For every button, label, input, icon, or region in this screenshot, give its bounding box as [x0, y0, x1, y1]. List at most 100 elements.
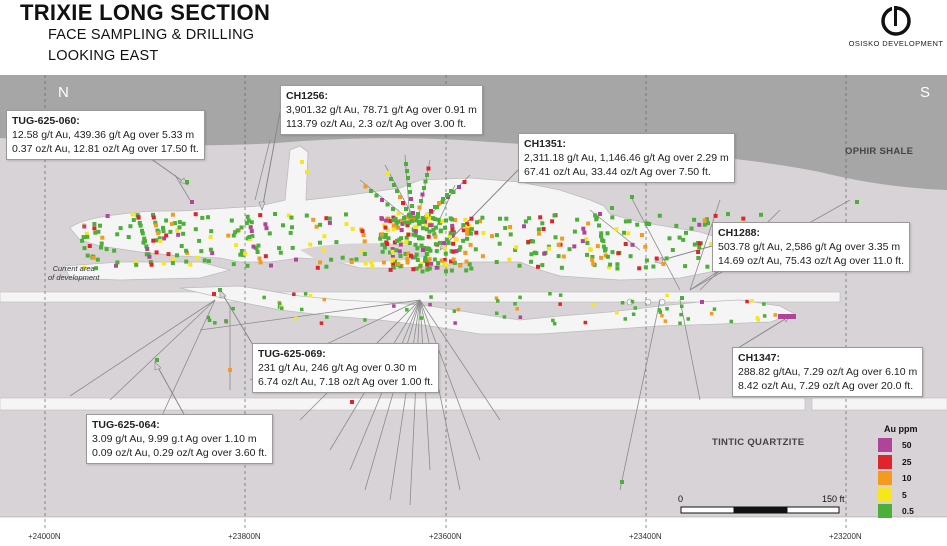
- sample-point: [428, 248, 433, 253]
- sample-point: [417, 221, 421, 225]
- sample-point: [623, 242, 628, 246]
- sample-point: [392, 304, 396, 308]
- sample-point: [408, 190, 412, 194]
- sample-point: [350, 226, 355, 231]
- sample-point: [206, 215, 210, 220]
- sample-point: [392, 183, 396, 187]
- sample-point: [234, 243, 239, 248]
- sample-point: [360, 249, 365, 254]
- sample-point: [115, 260, 120, 265]
- sample-point: [514, 245, 519, 250]
- sample-point: [434, 249, 439, 254]
- sample-point: [380, 198, 384, 202]
- sample-point: [556, 242, 561, 247]
- sample-point: [155, 358, 159, 362]
- sample-point: [583, 320, 588, 325]
- sample-point: [446, 240, 451, 245]
- sample-point: [170, 256, 175, 261]
- sample-point: [354, 257, 359, 262]
- sample-point: [398, 254, 403, 258]
- sample-point: [461, 238, 466, 243]
- sample-point: [658, 310, 663, 314]
- sample-point: [417, 236, 422, 241]
- sample-point: [402, 216, 406, 220]
- sample-point: [637, 266, 642, 271]
- tick-label: +24000N: [28, 532, 61, 541]
- sample-point: [436, 217, 441, 222]
- sample-point: [480, 254, 485, 259]
- sample-point: [429, 209, 433, 213]
- sample-point: [179, 244, 184, 248]
- sample-point: [384, 218, 389, 223]
- sample-point: [415, 214, 420, 219]
- sample-point: [235, 228, 240, 233]
- sample-point: [146, 252, 151, 257]
- sample-point: [414, 218, 419, 223]
- tick-label: +23200N: [829, 532, 862, 541]
- sample-point: [407, 220, 412, 225]
- sample-point: [542, 251, 547, 256]
- sample-point: [547, 246, 552, 251]
- sample-point: [229, 218, 234, 223]
- sample-point: [661, 262, 666, 266]
- sample-point: [607, 265, 611, 270]
- sample-point: [166, 252, 171, 257]
- sample-point: [572, 244, 577, 249]
- sample-point: [452, 230, 456, 235]
- sample-point: [654, 256, 659, 261]
- sample-point: [585, 252, 589, 257]
- sample-point: [496, 299, 500, 303]
- sample-point: [449, 189, 453, 193]
- sample-point: [369, 189, 373, 193]
- sample-point: [540, 221, 545, 226]
- sample-point: [85, 253, 90, 258]
- sample-point: [582, 230, 587, 235]
- sample-point: [415, 258, 420, 262]
- dev-label-line1: Current area: [52, 264, 95, 273]
- sample-point: [154, 223, 158, 228]
- sample-point: [462, 180, 467, 184]
- sample-point: [454, 249, 459, 254]
- sample-point: [608, 262, 613, 267]
- sample-point: [413, 242, 418, 247]
- legend-item: 50: [878, 437, 934, 454]
- sample-point: [429, 261, 434, 266]
- sample-point: [700, 300, 704, 304]
- sample-point: [184, 248, 189, 253]
- sample-point: [465, 236, 469, 241]
- sample-point: [558, 293, 563, 297]
- callout-line-imperial: 6.74 oz/t Au, 7.18 oz/t Ag over 1.00 ft.: [258, 376, 434, 388]
- sample-point: [363, 318, 367, 322]
- sample-point: [245, 263, 250, 268]
- sample-point: [529, 259, 533, 264]
- sample-point: [231, 306, 235, 311]
- sample-point: [321, 248, 326, 253]
- sample-point: [322, 297, 326, 302]
- sample-point: [616, 251, 621, 256]
- sample-point: [424, 223, 429, 227]
- sample-point: [450, 234, 455, 238]
- sample-point: [437, 201, 441, 205]
- sample-point: [405, 260, 410, 265]
- sample-point: [696, 250, 701, 254]
- sample-point: [598, 212, 602, 216]
- callout-ch1288: CH1288: 503.78 g/t Au, 2,586 g/t Ag over…: [712, 222, 911, 272]
- sample-point: [190, 200, 194, 204]
- sample-point: [551, 318, 555, 323]
- sample-point: [452, 260, 457, 265]
- sample-point: [378, 236, 383, 241]
- sample-point: [389, 177, 393, 181]
- sample-point: [406, 176, 410, 180]
- sample-point: [281, 223, 285, 228]
- sample-point: [419, 243, 424, 248]
- sample-point: [463, 217, 468, 222]
- callout-line-metric: 12.58 g/t Au, 439.36 g/t Ag over 5.33 m: [12, 129, 195, 141]
- sample-point: [450, 223, 455, 228]
- legend-swatch: [878, 438, 892, 453]
- sample-point: [300, 160, 304, 164]
- sample-point: [449, 268, 454, 273]
- sample-point: [585, 241, 590, 245]
- callout-line-imperial: 14.69 oz/t Au, 75.43 oz/t Ag over 11.0 f…: [718, 255, 905, 267]
- sample-point: [502, 315, 507, 319]
- sample-point: [247, 235, 252, 239]
